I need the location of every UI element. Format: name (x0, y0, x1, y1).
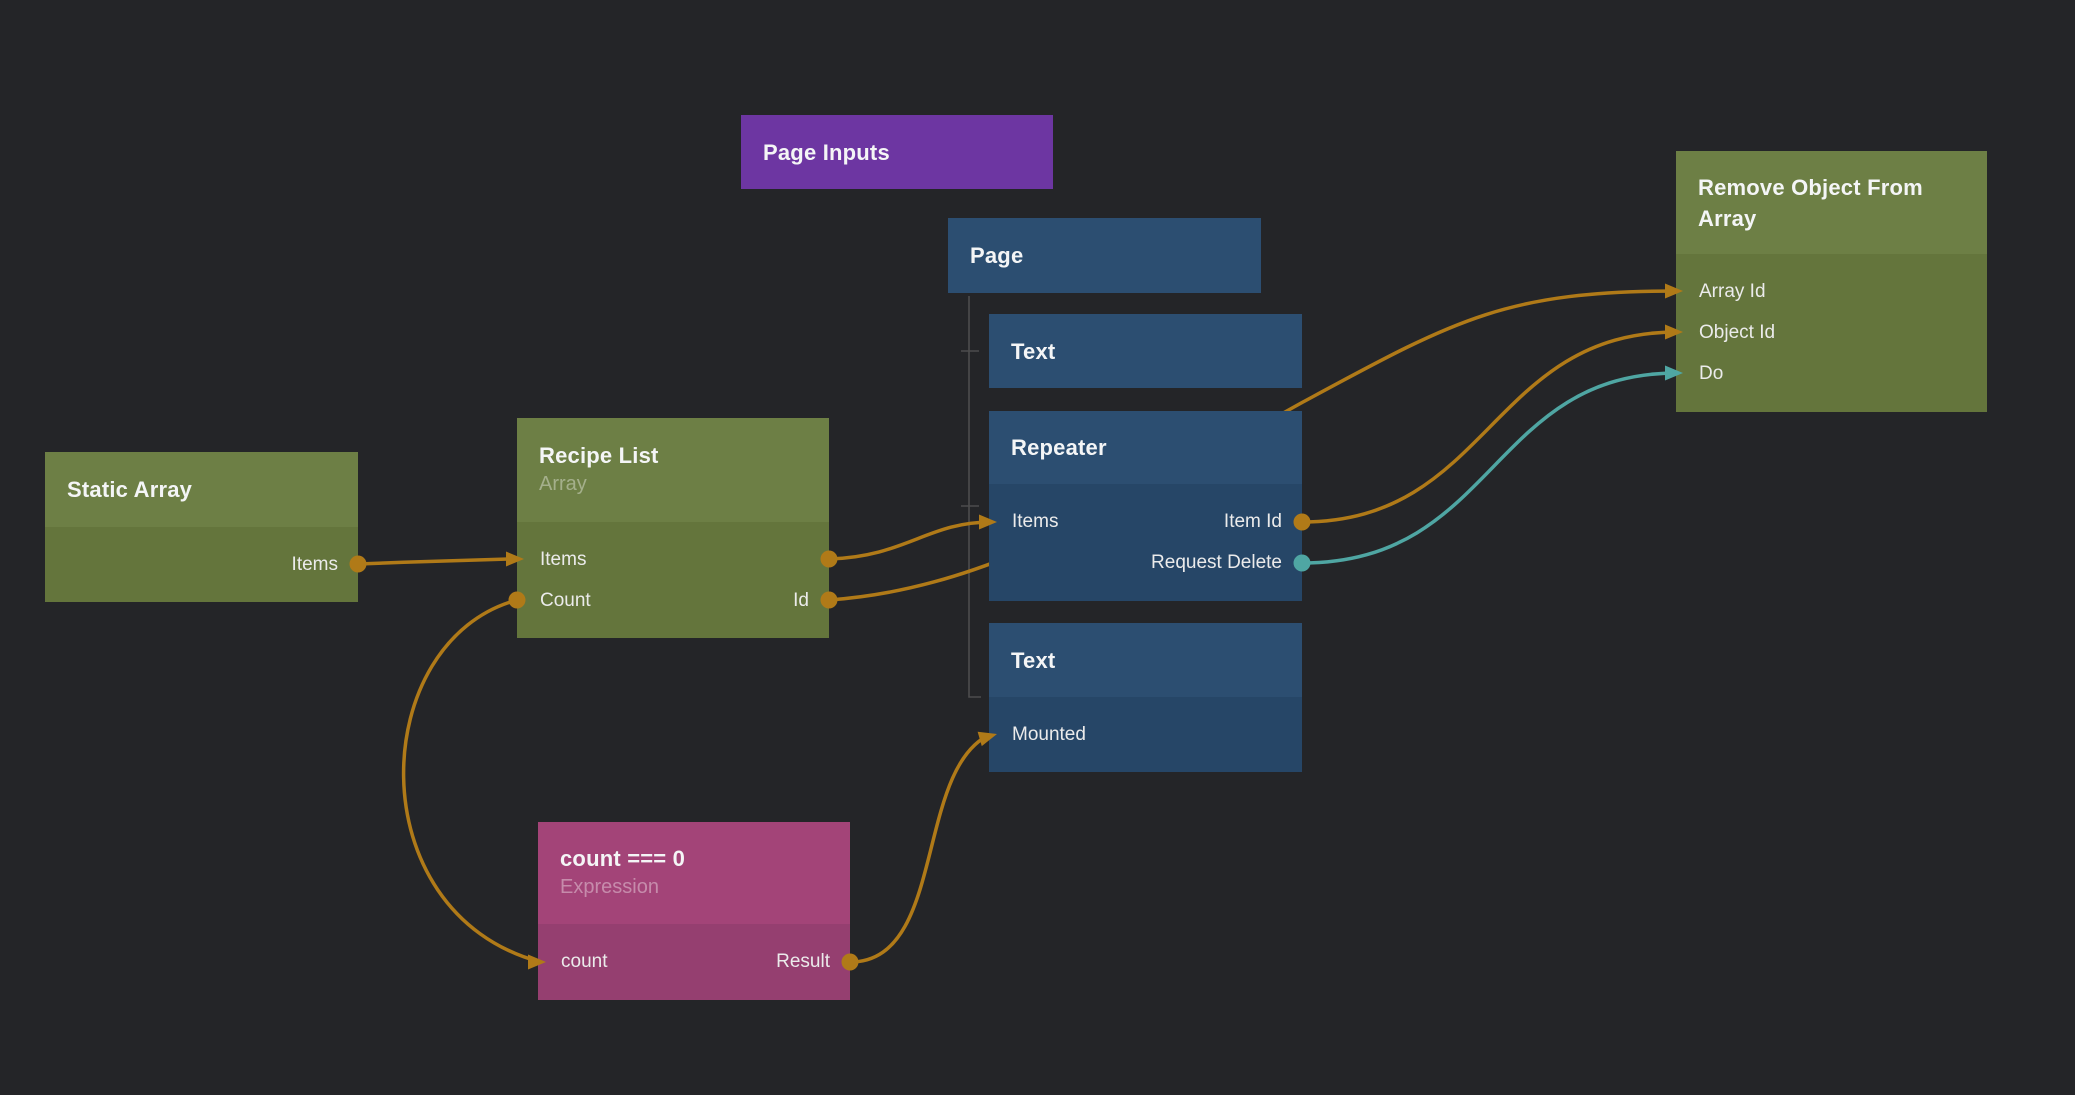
node-recipe-list[interactable]: Recipe List Array Items Count Id (517, 418, 829, 638)
wire-static-items-to-recipe-items[interactable] (356, 557, 512, 566)
node-page[interactable]: Page (948, 218, 1261, 293)
port-row: Items (517, 539, 829, 580)
wire-recipe-count-to-expression-count[interactable] (401, 598, 542, 964)
port-row: Array Id (1676, 271, 1987, 312)
port-items-io[interactable]: Items (540, 548, 587, 570)
node-text-1[interactable]: Text (989, 314, 1302, 388)
port-request-delete-output[interactable]: Request Delete (1151, 551, 1282, 573)
node-title: Recipe List (539, 443, 659, 468)
port-do-input[interactable]: Do (1699, 362, 1724, 384)
node-subtitle: Array (539, 473, 587, 495)
port-items-output[interactable]: Items (291, 553, 338, 575)
node-title: Static Array (67, 477, 193, 502)
port-row: Object Id (1676, 312, 1987, 353)
port-row: Mounted (989, 714, 1302, 755)
hierarchy-tree-line (968, 296, 981, 698)
port-row: Do (1676, 353, 1987, 394)
node-title: Text (1011, 338, 1056, 364)
port-row: Request Delete (989, 542, 1302, 583)
wire-repeater-requestdelete-to-remove-do[interactable] (1300, 371, 1679, 565)
node-title: Page Inputs (763, 139, 890, 165)
wire-recipe-items-to-repeater-items[interactable] (827, 520, 993, 561)
node-title: Text (1011, 647, 1056, 673)
node-page-inputs[interactable]: Page Inputs (741, 115, 1053, 189)
node-text-2[interactable]: Text Mounted (989, 623, 1302, 772)
node-expression[interactable]: count === 0 Expression count Result (538, 822, 850, 1000)
port-object-id-input[interactable]: Object Id (1699, 321, 1776, 343)
port-row: Count Id (517, 580, 829, 621)
port-result-output[interactable]: Result (776, 950, 830, 972)
port-mounted-input[interactable]: Mounted (1012, 723, 1086, 745)
node-repeater[interactable]: Repeater Items Item Id Request Delete (989, 411, 1302, 601)
wire-expression-result-to-text-mounted[interactable] (848, 732, 993, 964)
node-title: Repeater (1011, 435, 1107, 460)
node-title: Remove Object From Array (1698, 174, 1923, 231)
port-count-input[interactable]: count (561, 950, 608, 972)
node-remove-object-from-array[interactable]: Remove Object From Array Array Id Object… (1676, 151, 1987, 412)
port-items-input[interactable]: Items (1012, 510, 1059, 532)
node-static-array[interactable]: Static Array Items (45, 452, 358, 602)
port-row: Items (45, 544, 358, 585)
port-array-id-input[interactable]: Array Id (1699, 280, 1766, 302)
node-title: count === 0 (560, 846, 686, 871)
port-id-output[interactable]: Id (793, 589, 809, 611)
node-title: Page (970, 243, 1024, 268)
node-subtitle: Expression (560, 876, 659, 898)
port-count-output[interactable]: Count (540, 589, 591, 611)
port-row: Items Item Id (989, 501, 1302, 542)
wire-repeater-itemid-to-remove-objectid[interactable] (1300, 330, 1679, 524)
wire-recipe-id-to-remove-array-id[interactable] (827, 289, 1679, 602)
port-item-id-output[interactable]: Item Id (1223, 510, 1282, 532)
port-row: count Result (538, 941, 850, 982)
